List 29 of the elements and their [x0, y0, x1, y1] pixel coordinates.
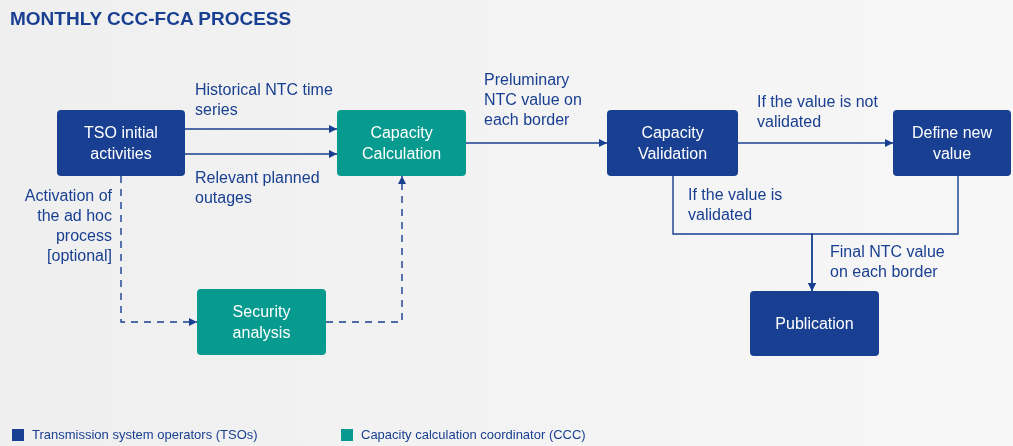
node-label: Security analysis: [231, 302, 292, 343]
dashed-arrow: [325, 175, 406, 323]
process-box: [337, 110, 466, 176]
node-label: Publication: [775, 314, 854, 334]
arrow: [465, 139, 608, 147]
edge-label: If the value is not validated: [757, 92, 879, 132]
edge-label: Activation of the ad hoc process [optional]: [23, 186, 112, 266]
edge-label: Relevant planned outages: [195, 168, 321, 208]
process-box: [750, 291, 879, 356]
node-label: Define new value: [910, 123, 993, 164]
arrow: [184, 150, 338, 158]
arrow: [184, 125, 338, 133]
arrow: [737, 139, 894, 147]
process-box: [607, 110, 738, 176]
process-box: [893, 110, 1011, 176]
legend-label: Transmission system operators (TSOs): [32, 427, 258, 442]
process-box: [57, 110, 185, 176]
edge-label: Preluminary NTC value on each border: [484, 70, 583, 130]
legend-label: Capacity calculation coordinator (CCC): [361, 427, 586, 442]
edge-label: Historical NTC time series: [195, 80, 334, 120]
dashed-arrow: [120, 175, 198, 326]
node-label: Capacity Validation: [636, 123, 709, 164]
node-label: TSO initial activities: [83, 123, 159, 164]
flow-label: Final NTC value on each border: [830, 242, 946, 282]
edge-label: If the value is validated: [688, 185, 784, 225]
node-label: Capacity Calculation: [360, 123, 443, 164]
arrow: [808, 175, 959, 292]
diagram-title: MONTHLY CCC-FCA PROCESS: [10, 8, 292, 30]
process-box: [197, 289, 326, 355]
